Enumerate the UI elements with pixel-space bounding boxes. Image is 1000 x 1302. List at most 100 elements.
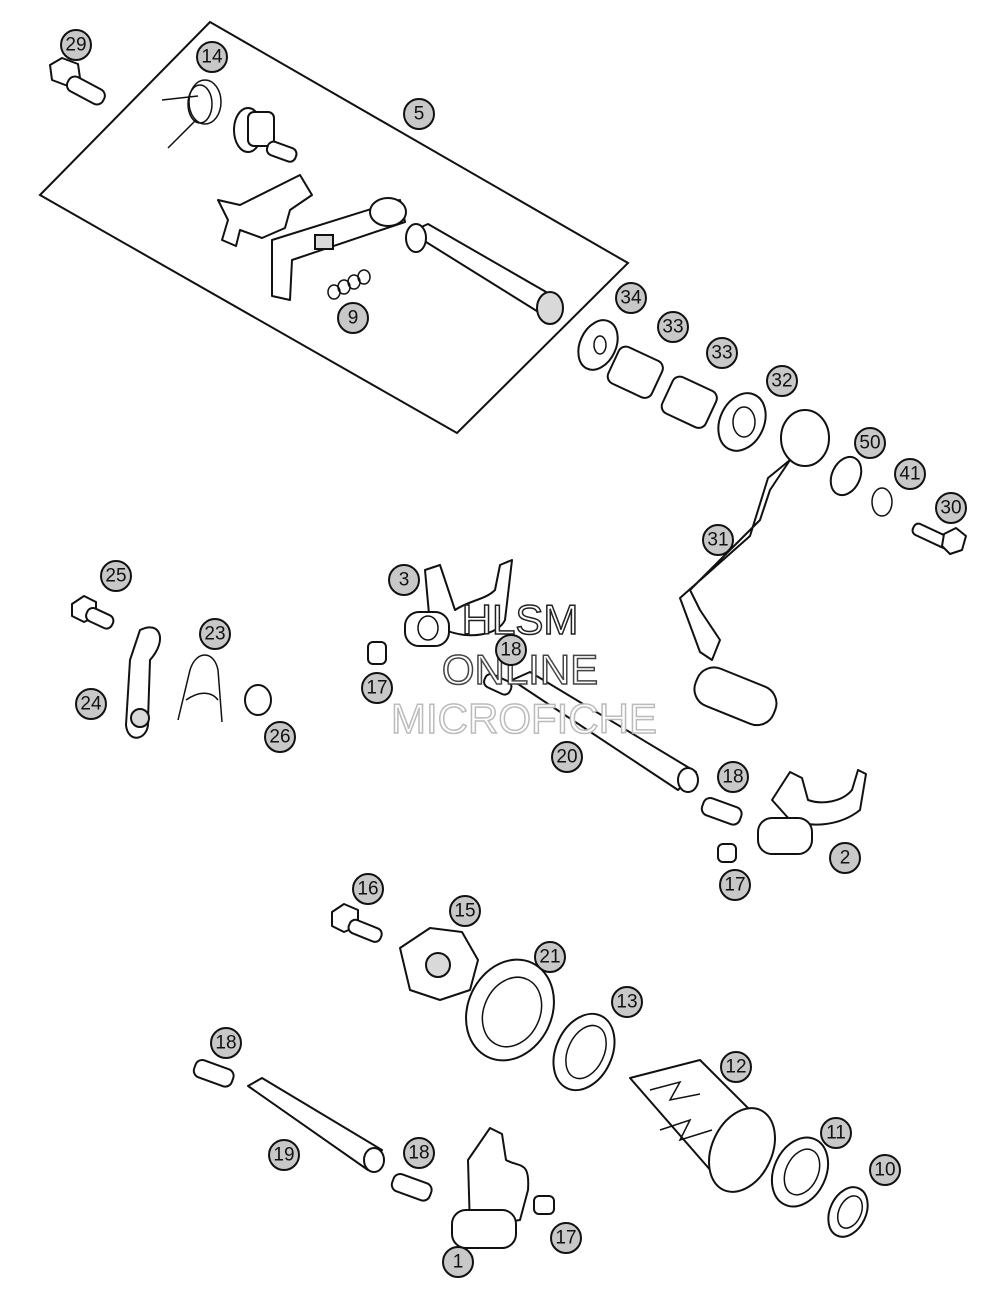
callout-34: 34: [615, 282, 647, 314]
lever-24: [125, 626, 161, 739]
callout-32-label: 32: [771, 371, 792, 392]
callout-31-label: 31: [707, 530, 728, 551]
rail-19: [247, 1077, 385, 1173]
callout-17c: 17: [550, 1222, 582, 1254]
pin-17a: [367, 641, 387, 665]
shift-plate-5: [217, 174, 407, 301]
shift-fork-1: [451, 1127, 530, 1249]
callout-15-label: 15: [454, 901, 475, 922]
callout-2-label: 2: [840, 848, 851, 869]
shift-shaft-5: [405, 223, 564, 325]
callout-25: 25: [100, 560, 132, 592]
callout-41-label: 41: [899, 464, 920, 485]
shift-fork-3: [404, 559, 513, 647]
spring-18d: [390, 1172, 433, 1202]
callout-30: 30: [935, 492, 967, 524]
callout-33a-label: 33: [662, 317, 683, 338]
callout-16-label: 16: [357, 879, 378, 900]
callout-10-label: 10: [874, 1160, 895, 1181]
callout-13: 13: [611, 986, 643, 1018]
washer-50: [829, 455, 863, 497]
callout-12: 12: [720, 1051, 752, 1083]
callout-21: 21: [534, 941, 566, 973]
callout-21-label: 21: [539, 947, 560, 968]
callout-18c-label: 18: [215, 1033, 236, 1054]
callout-34-label: 34: [620, 288, 642, 309]
spring-18c: [192, 1058, 235, 1088]
callout-17a: 17: [361, 672, 393, 704]
spring-14: [161, 79, 222, 149]
callout-17c-label: 17: [555, 1228, 576, 1249]
callout-29-label: 29: [65, 35, 86, 56]
callout-10: 10: [869, 1154, 901, 1186]
callout-11: 11: [820, 1117, 852, 1149]
callout-1-label: 1: [453, 1252, 464, 1273]
callout-11-label: 11: [826, 1123, 846, 1144]
callout-1: 1: [442, 1246, 474, 1278]
callout-9: 9: [337, 302, 369, 334]
rail-20: [511, 671, 699, 793]
assembly-5-outline: [38, 20, 630, 435]
ring-32: [717, 392, 767, 452]
callout-20-label: 20: [556, 747, 577, 768]
shift-lever-31: [679, 409, 830, 727]
shift-fork-2: [757, 769, 867, 855]
callout-33a: 33: [657, 311, 689, 343]
circlip-41: [871, 487, 893, 517]
bolt-16: [331, 903, 383, 943]
callout-31: 31: [702, 524, 734, 556]
bolt-25: [71, 595, 115, 630]
callout-29: 29: [60, 29, 92, 61]
callout-41: 41: [894, 458, 926, 490]
callout-18b-label: 18: [722, 767, 743, 788]
pin-17c: [533, 1195, 555, 1215]
callout-18a: 18: [495, 634, 527, 666]
bearing-11: [770, 1136, 830, 1208]
callout-13-label: 13: [616, 992, 637, 1013]
callout-33b: 33: [706, 337, 738, 369]
bolt-30: [911, 522, 967, 555]
bushing-26: [244, 684, 272, 716]
watermark-line1: HLSM: [462, 596, 579, 643]
pin-assembly-5: [233, 107, 298, 163]
callout-24: 24: [75, 688, 107, 720]
callout-2: 2: [829, 842, 861, 874]
watermark: HLSM ONLINE MICROFICHE: [390, 595, 658, 743]
callout-5: 5: [403, 98, 435, 130]
callout-17b: 17: [719, 869, 751, 901]
callout-16: 16: [352, 873, 384, 905]
callout-15: 15: [449, 895, 481, 927]
bushing-33b: [660, 375, 718, 429]
bearing-21: [465, 958, 555, 1062]
pin-17b: [717, 843, 737, 863]
callout-26-label: 26: [269, 727, 290, 748]
washers-9: [327, 269, 371, 300]
callout-18b: 18: [717, 761, 749, 793]
callout-19-label: 19: [273, 1145, 294, 1166]
shift-drum-12: [629, 1059, 776, 1193]
callout-18d-label: 18: [408, 1143, 429, 1164]
shift-drum-locating-15: [399, 927, 479, 1001]
callout-20: 20: [551, 741, 583, 773]
callout-18d: 18: [403, 1137, 435, 1169]
callout-32: 32: [766, 365, 798, 397]
spring-23: [177, 654, 223, 723]
callout-5-label: 5: [414, 104, 425, 125]
callout-30-label: 30: [940, 498, 961, 519]
callout-23: 23: [199, 618, 231, 650]
shim-13: [552, 1012, 616, 1092]
callout-18c: 18: [210, 1027, 242, 1059]
callout-17a-label: 17: [366, 678, 387, 699]
callout-33b-label: 33: [711, 343, 732, 364]
callout-26: 26: [264, 721, 296, 753]
callout-24-label: 24: [80, 694, 102, 715]
bushing-33a: [606, 345, 664, 399]
callout-50-label: 50: [859, 433, 880, 454]
callout-17b-label: 17: [724, 875, 745, 896]
callout-9-label: 9: [348, 308, 359, 329]
callout-12-label: 12: [725, 1057, 746, 1078]
callout-14: 14: [196, 41, 228, 73]
callout-14-label: 14: [201, 47, 223, 68]
watermark-line3: MICROFICHE: [391, 695, 657, 742]
